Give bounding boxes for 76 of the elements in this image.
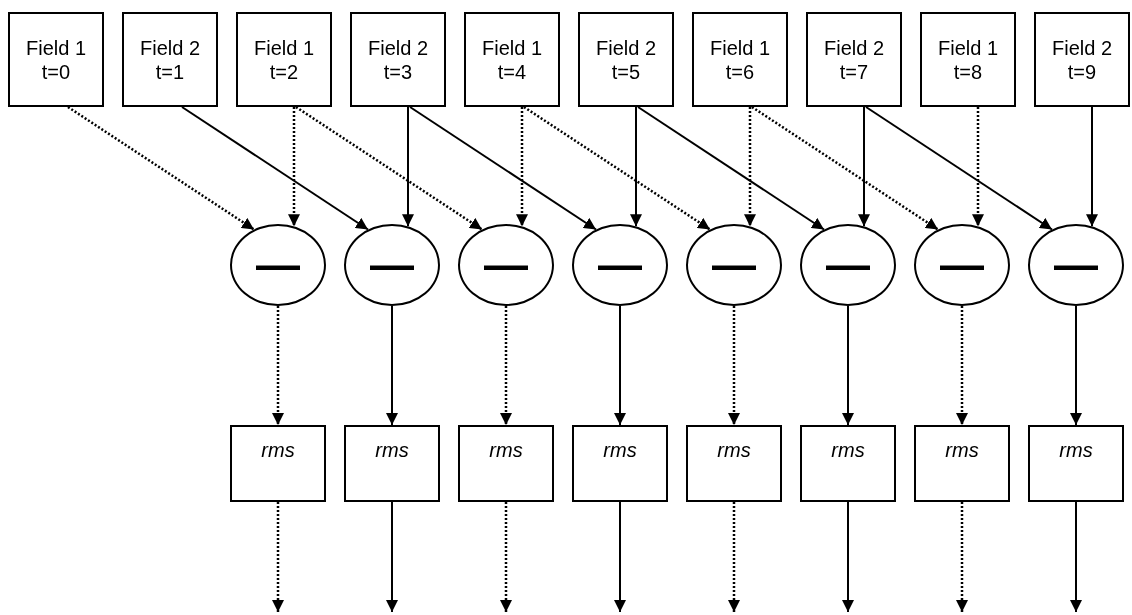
arrow [409, 106, 597, 231]
node-label: Field 2 t=7 [823, 35, 885, 84]
field-box [8, 12, 104, 107]
arrow [865, 106, 1053, 231]
rms-box [1028, 425, 1124, 502]
arrow [956, 306, 968, 425]
minus-sign: — [256, 240, 300, 290]
node-label: rms [831, 439, 865, 462]
arrow [972, 107, 984, 227]
field-box [692, 12, 788, 107]
field-box [920, 12, 1016, 107]
arrow [516, 107, 528, 227]
node-label: rms [261, 439, 295, 462]
node-label: Field 1 t=6 [709, 35, 771, 84]
arrow [1070, 501, 1082, 613]
minus-sign: — [826, 240, 870, 290]
arrow [1086, 106, 1098, 228]
arrow [728, 502, 740, 612]
rms-box [572, 425, 668, 502]
rms-box [230, 425, 326, 502]
node-label: rms [1059, 439, 1093, 462]
minus-sign: — [484, 240, 528, 290]
field-box [122, 12, 218, 107]
arrow [956, 502, 968, 612]
node-label: Field 2 t=3 [367, 35, 429, 84]
field-box [464, 12, 560, 107]
minus-sign: — [1054, 240, 1098, 290]
arrow [181, 106, 369, 231]
rms-box [800, 425, 896, 502]
node-label: rms [375, 439, 409, 462]
arrow [614, 501, 626, 613]
node-label: rms [603, 439, 637, 462]
field-box [1034, 12, 1130, 107]
field-box [578, 12, 674, 107]
arrow [67, 105, 255, 231]
rms-box [344, 425, 440, 502]
arrow [386, 305, 398, 426]
node-label: rms [717, 439, 751, 462]
node-label: Field 1 t=8 [937, 35, 999, 84]
field-box [236, 12, 332, 107]
node-label: Field 1 t=0 [25, 35, 87, 84]
arrow [1070, 305, 1082, 426]
minus-sign: — [940, 240, 984, 290]
rms-box [458, 425, 554, 502]
node-label: rms [489, 439, 523, 462]
field-box [806, 12, 902, 107]
field-box [350, 12, 446, 107]
arrow [272, 502, 284, 612]
node-label: rms [945, 439, 979, 462]
rms-box [914, 425, 1010, 502]
minus-sign: — [712, 240, 756, 290]
arrow [500, 502, 512, 612]
arrow [751, 105, 939, 231]
arrow [637, 106, 825, 231]
arrow [500, 306, 512, 425]
arrow [386, 501, 398, 613]
node-label: Field 2 t=5 [595, 35, 657, 84]
arrow [858, 106, 870, 228]
arrow [744, 107, 756, 227]
arrow [523, 105, 711, 231]
arrow [288, 107, 300, 227]
arrow [630, 106, 642, 228]
node-label: Field 1 t=2 [253, 35, 315, 84]
arrow [842, 305, 854, 426]
arrow [272, 306, 284, 425]
node-label: Field 2 t=9 [1051, 35, 1113, 84]
minus-sign: — [370, 240, 414, 290]
node-label: Field 1 t=4 [481, 35, 543, 84]
arrow [402, 106, 414, 228]
arrow [295, 105, 483, 231]
arrow [614, 305, 626, 426]
minus-sign: — [598, 240, 642, 290]
arrow [842, 501, 854, 613]
rms-box [686, 425, 782, 502]
node-label: Field 2 t=1 [139, 35, 201, 84]
arrow [728, 306, 740, 425]
